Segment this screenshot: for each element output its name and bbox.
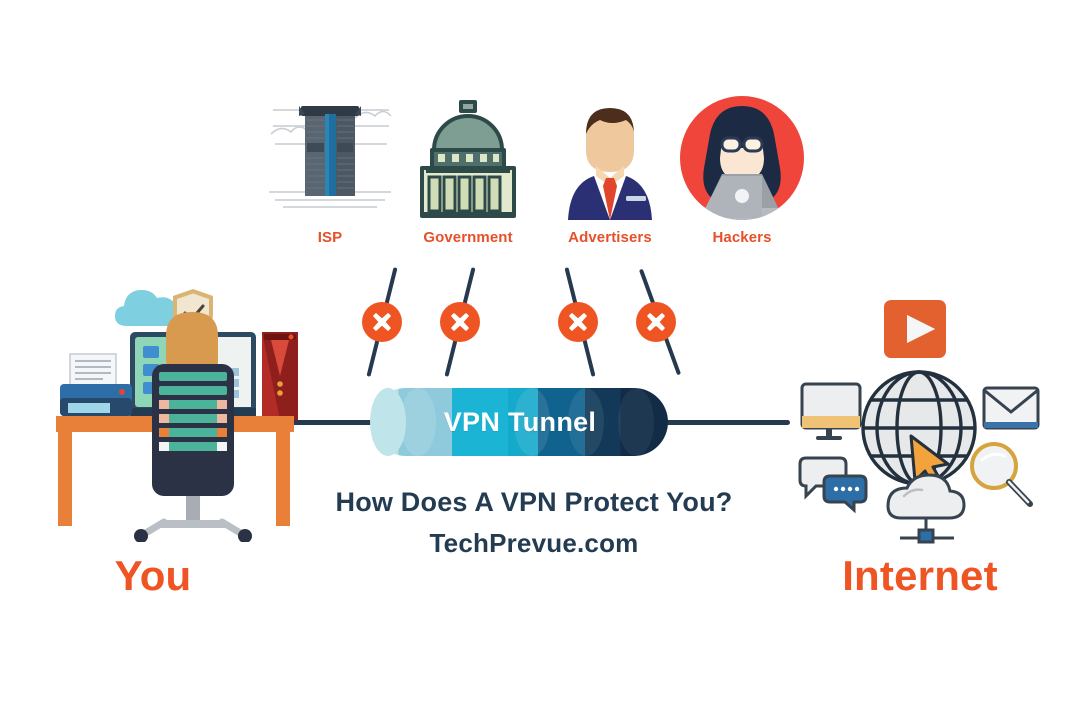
page-title: How Does A VPN Protect You? (335, 487, 733, 517)
monitor-icon (800, 382, 862, 440)
office-chair (134, 364, 252, 543)
threat-label-hackers: Hackers (712, 229, 772, 246)
cloud-network-icon (886, 473, 966, 544)
vpn-tunnel-body (372, 388, 668, 456)
capitol-icon (398, 88, 538, 223)
vpn-tunnel: VPN Tunnel (370, 388, 668, 456)
magnifier-icon (970, 442, 1033, 507)
envelope-icon (982, 386, 1040, 430)
threat-isp: ISP (260, 88, 400, 246)
businessman-icon (540, 88, 680, 223)
left-label: You (114, 552, 192, 599)
pc-tower-icon (262, 332, 298, 420)
threat-hackers: Hackers (672, 88, 812, 246)
threat-label-government: Government (423, 229, 513, 246)
vpn-tunnel-opening (370, 388, 406, 456)
vpn-tunnel-label: VPN Tunnel (443, 406, 597, 437)
site-attribution: TechPrevue.com (429, 528, 639, 558)
skyscraper-icon (260, 88, 400, 223)
chat-bubbles-icon (798, 456, 868, 514)
wire-right (650, 420, 790, 425)
block-x-icon (440, 302, 480, 342)
globe-cursor-icon (861, 370, 977, 489)
threat-government: Government (398, 88, 538, 246)
block-x-icon (558, 302, 598, 342)
threat-advertisers: Advertisers (540, 88, 680, 246)
wire-left (288, 420, 396, 425)
hacker-icon (672, 88, 812, 223)
internet-services-scene (788, 296, 1050, 558)
user-at-desk-scene (48, 272, 298, 543)
play-video-icon (884, 300, 946, 358)
threat-label-isp: ISP (317, 229, 343, 246)
printer-icon (60, 353, 132, 416)
block-x-icon (636, 302, 676, 342)
threat-label-advertisers: Advertisers (568, 229, 652, 246)
right-label: Internet (842, 552, 998, 599)
block-x-icon (362, 302, 402, 342)
